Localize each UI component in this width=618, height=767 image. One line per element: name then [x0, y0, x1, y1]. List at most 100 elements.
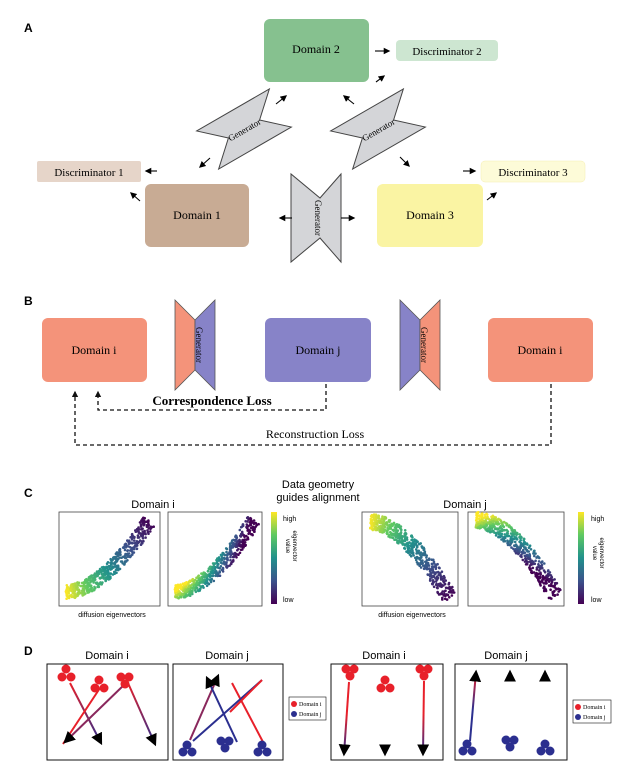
arrow-gen-left-down	[199, 157, 211, 168]
discriminator-3-label: Discriminator 3	[498, 167, 568, 179]
panel-d-plot1-content	[57, 664, 157, 747]
colorbar-right-label-line2: value	[591, 546, 597, 561]
panel-d-plot4-title: Domain j	[484, 650, 527, 662]
panel-d-legend-right: Domain i Domain j	[572, 699, 612, 724]
colorbar-right-label-line1: eigenvector	[598, 537, 604, 568]
loss-paths	[71, 384, 552, 446]
d1-arrow-c	[63, 682, 127, 744]
colorbar-right-high: high	[591, 516, 604, 523]
colorbar-left-low: low	[283, 597, 294, 604]
discriminator-1-box	[37, 161, 141, 182]
d4-arrow-a	[469, 669, 482, 742]
panel-b-label: B	[24, 294, 33, 308]
panel-c-label: C	[24, 486, 33, 500]
colorbar-right-low: low	[591, 597, 602, 604]
discriminator-2-label: Discriminator 2	[412, 46, 481, 58]
d4-blue-cluster-2	[501, 735, 519, 752]
arrow-gen-right-up	[342, 95, 355, 105]
arrow-gen-right-down	[399, 156, 410, 167]
d1-arrow-a	[69, 682, 103, 746]
d3-red-cluster-2	[376, 675, 395, 693]
panel-c-title-line1: Data geometry	[282, 479, 355, 491]
generator-b2-label: Generator	[419, 327, 429, 363]
panel-a-label: A	[24, 21, 33, 35]
domain-1-box	[145, 184, 249, 247]
domain-3-box	[377, 184, 483, 247]
d3-red-cluster-1	[341, 664, 359, 681]
scatter-points-j1	[369, 513, 456, 601]
generator-b1-label: Generator	[194, 327, 204, 363]
d1-red-cluster-1	[57, 664, 76, 682]
domain-j-label: Domain j	[296, 343, 341, 357]
colorbar-left	[271, 512, 277, 604]
colorbar-left-label-line2: value	[284, 539, 290, 554]
legend-right-domain-i: Domain i	[583, 705, 606, 711]
legend-right-blue-dot	[575, 714, 581, 720]
scatter-points-layer	[64, 510, 562, 601]
d4-blue-cluster-3	[536, 739, 555, 756]
correspondence-loss-path	[94, 384, 327, 411]
panel-d-plot1-title: Domain i	[85, 650, 128, 662]
discriminator-1-label: Discriminator 1	[54, 167, 123, 179]
panel-c-domain-i-title: Domain i	[131, 499, 174, 511]
d2-arrow-d	[205, 675, 238, 743]
domain-i-right-box	[488, 318, 593, 382]
scatter-points-j2	[474, 510, 562, 600]
panel-c-title-line2: guides alignment	[276, 492, 359, 504]
generator-left-shape: Generator	[195, 87, 293, 171]
domain-2-label: Domain 2	[292, 42, 340, 56]
legend-left-domain-j: Domain j	[299, 712, 322, 718]
d2-blue-cluster-3	[253, 740, 272, 757]
panel-d-legend-left: Domain i Domain j	[288, 696, 327, 721]
generator-b2-shape: Generator	[399, 299, 441, 391]
domain-2-box	[264, 19, 369, 82]
legend-left-red-dot	[291, 701, 297, 707]
legend-right-red-dot	[575, 704, 581, 710]
colorbar-left-label-line1: eigenvector	[291, 530, 297, 561]
generator-bottom-label: Generator	[313, 200, 323, 236]
d1-red-cluster-2	[90, 675, 109, 693]
domain-i-left-box	[42, 318, 147, 382]
legend-left-domain-i: Domain i	[299, 702, 322, 708]
panel-c-domain-j-title: Domain j	[443, 499, 486, 511]
panel-d-plot2-content	[178, 673, 272, 757]
scatter-points-i2	[173, 516, 260, 600]
panel-d-plot4-content	[458, 669, 555, 756]
d3-red-cluster-3	[415, 664, 433, 681]
domain-j-box	[265, 318, 371, 382]
discriminator-2-box	[396, 40, 498, 61]
d1-arrow-d	[127, 682, 157, 747]
domain-1-label: Domain 1	[173, 208, 221, 222]
generator-right-shape: Generator	[329, 87, 427, 171]
d3-arrow-c	[417, 680, 430, 757]
panel-c-xlabel-right: diffusion eigenvectors	[378, 612, 446, 619]
panel-a-arrows	[130, 47, 498, 222]
panel-d-plot3-content	[338, 664, 433, 757]
reconstruction-loss-label: Reconstruction Loss	[266, 427, 365, 441]
generator-bottom-shape: Generator	[290, 172, 342, 264]
panel-d-label: D	[24, 644, 33, 658]
colorbar-left-high: high	[283, 516, 296, 523]
d2-arrow-c-top	[229, 679, 263, 713]
reconstruction-loss-path	[71, 384, 552, 446]
scatter-points-i1	[64, 516, 155, 600]
d2-arrow-b	[231, 682, 264, 743]
correspondence-loss-label: Correspondence Loss	[152, 393, 271, 408]
arrow-to-disc1-b	[130, 192, 141, 202]
domain-i-left-label: Domain i	[72, 343, 118, 357]
arrow-gen-left-up	[275, 95, 288, 105]
panel-d-plot3-title: Domain i	[362, 650, 405, 662]
d2-blue-cluster-1	[178, 740, 197, 757]
panel-c-xlabel-left: diffusion eigenvectors	[78, 612, 146, 619]
generator-b1-shape: Generator	[174, 299, 216, 391]
d1-red-cluster-3	[116, 672, 134, 689]
panel-d-plot2-title: Domain j	[205, 650, 248, 662]
d2-blue-cluster-2	[216, 736, 234, 753]
colorbar-right	[578, 512, 584, 604]
discriminator-3-box	[480, 160, 586, 183]
domain-i-right-label: Domain i	[518, 343, 564, 357]
legend-right-domain-j: Domain j	[583, 715, 606, 721]
d4-blue-cluster-1	[458, 739, 477, 756]
domain-3-label: Domain 3	[406, 208, 454, 222]
